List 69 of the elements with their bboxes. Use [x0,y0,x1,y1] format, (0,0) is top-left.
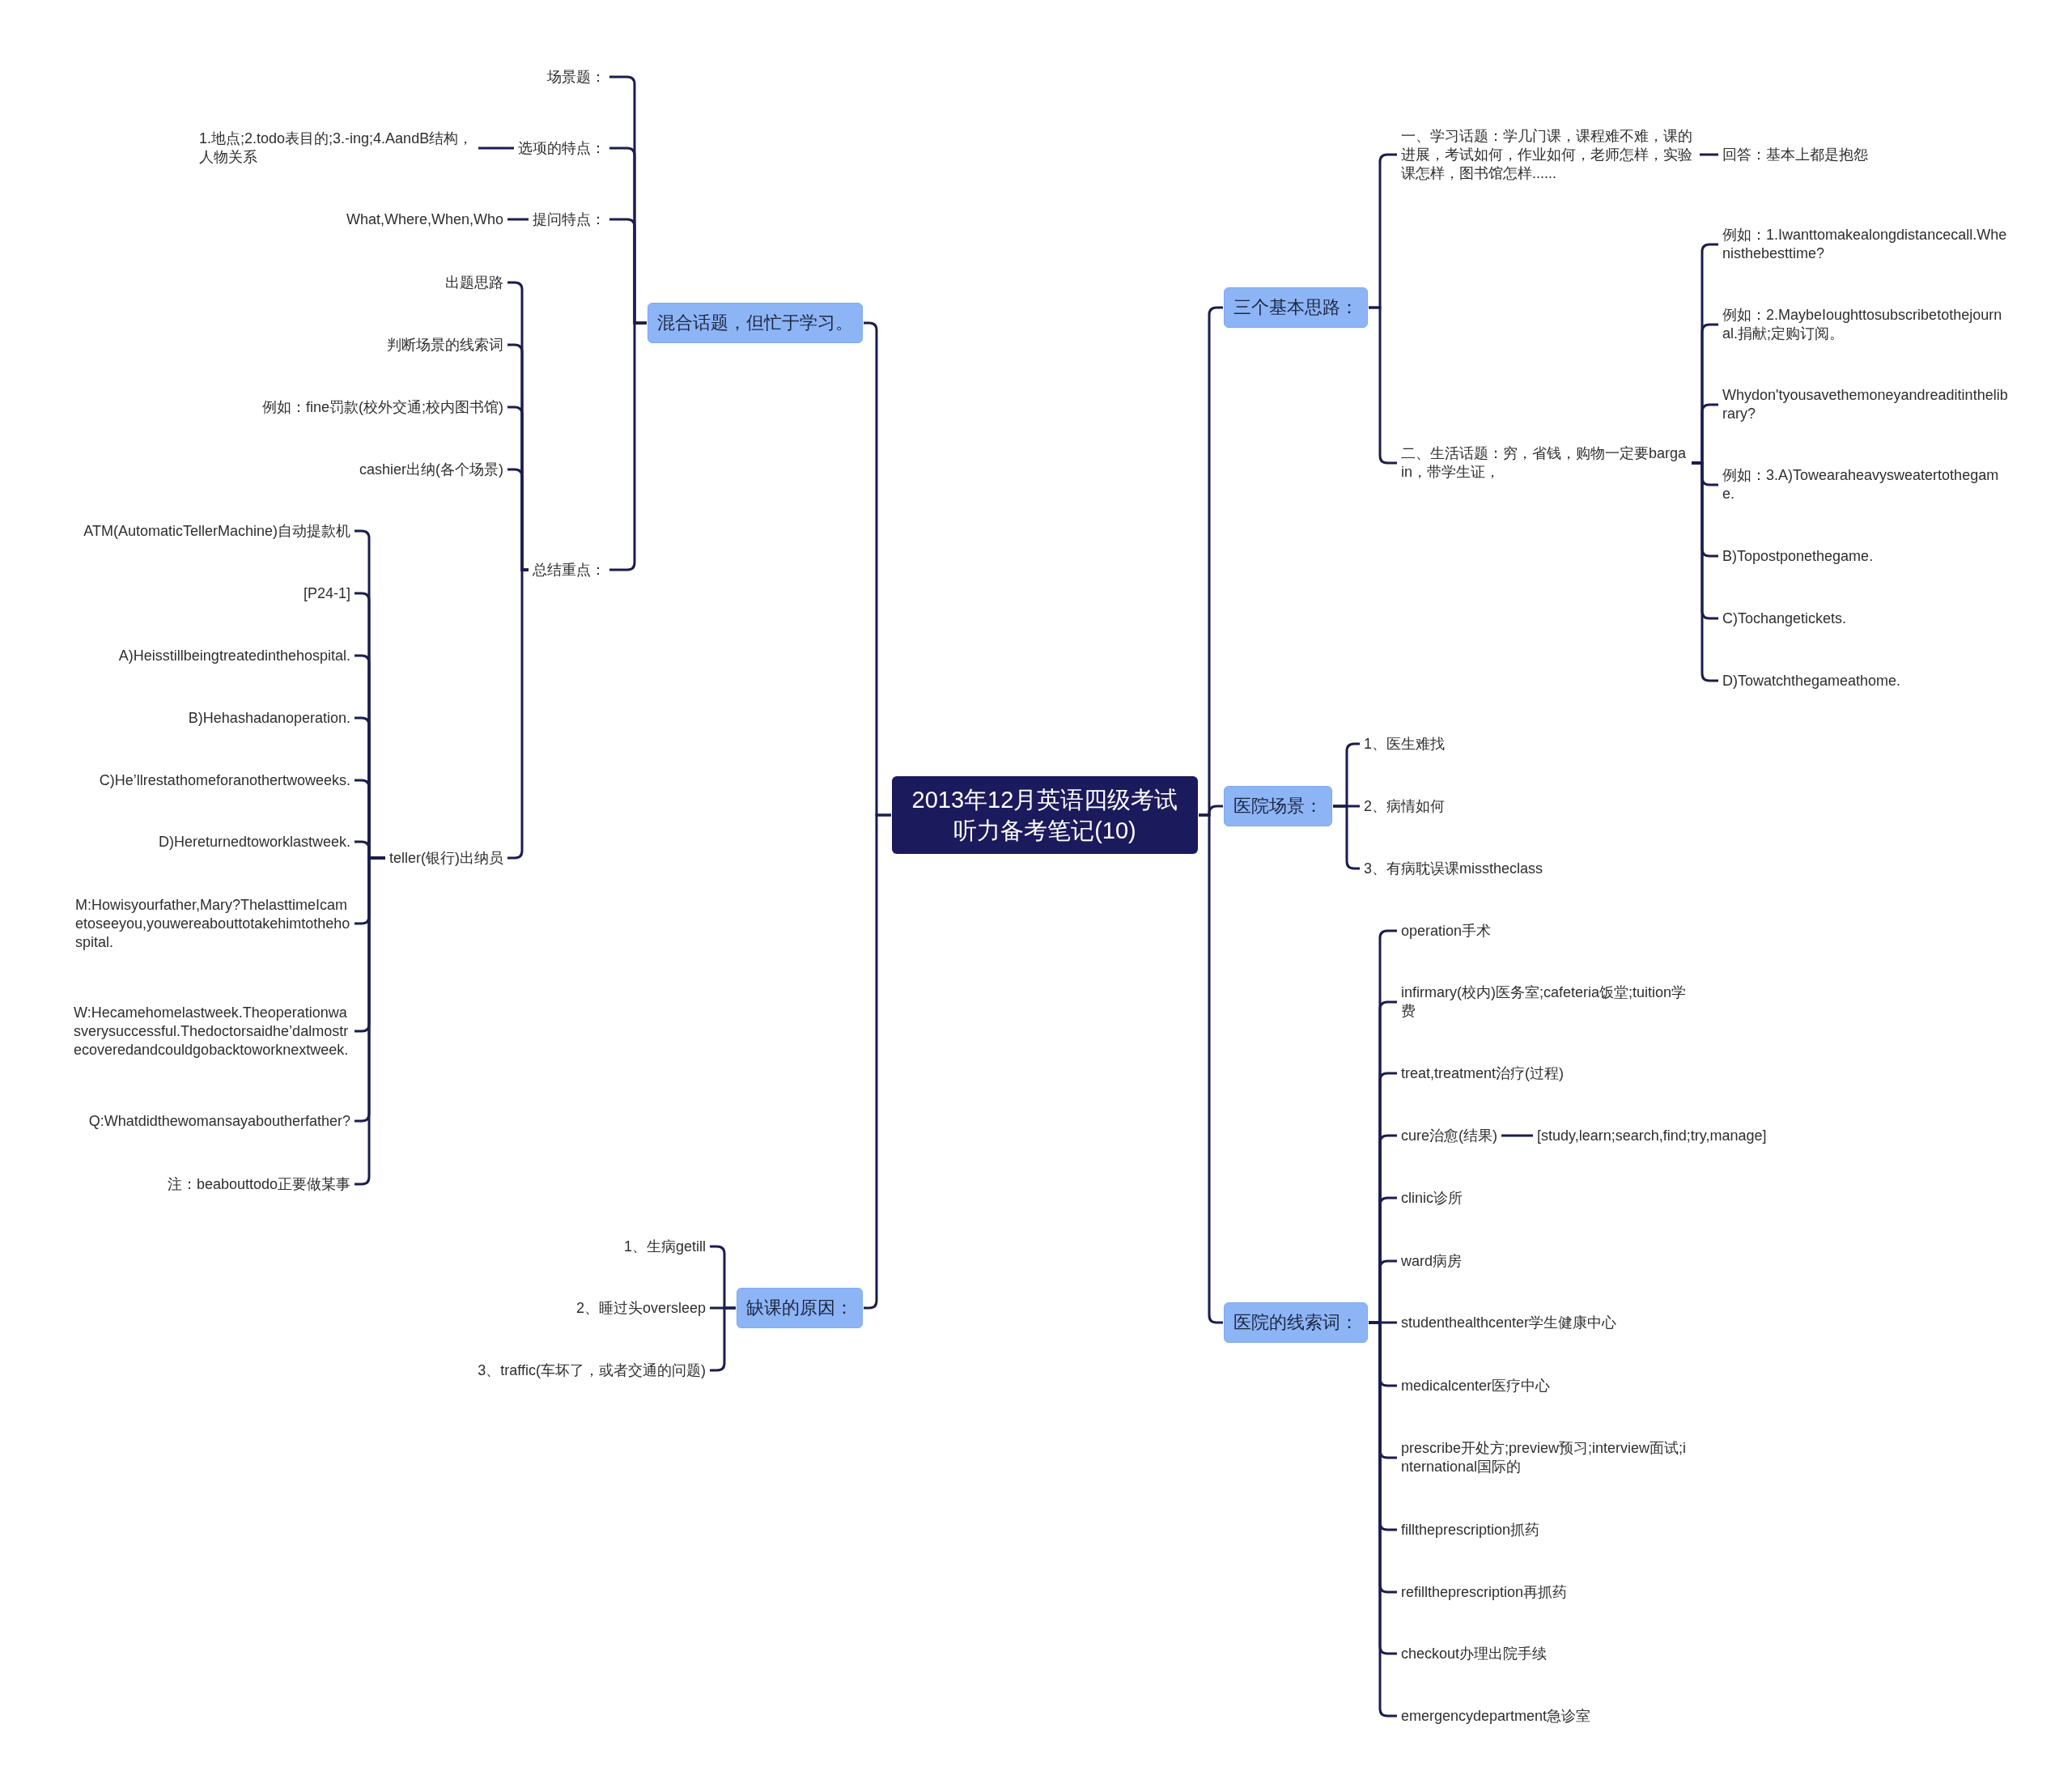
topic-text: 1.地点;2.todo表目的;3.-ing;4.AandB结构，人物关系 [196,130,478,167]
branch-box [648,303,863,343]
topic-text: 3、traffic(车坏了，或者交通的问题) [474,1361,709,1380]
connector-line [507,218,529,221]
topic-text: 回答：基本上都是抱怨 [1719,145,1871,164]
topic-text: 总结重点： [529,560,609,580]
topic-text: D)Towatchthegameathome. [1719,671,1904,690]
topic-text: B)Topostponethegame. [1719,546,1877,566]
topic-text: [P24-1] [299,584,354,603]
connector-line [1501,1134,1533,1137]
topic-text: medicalcenter医疗中心 [1398,1376,1554,1395]
branch-label: 混合话题，但忙于学习。 [657,312,853,334]
topic-text: 选项的特点： [515,138,609,158]
topic-text: teller(银行)出纳员 [386,848,507,868]
topic-text: 出题思路 [442,273,507,292]
branch-label: 医院的线索词： [1233,1311,1358,1334]
topic-text: C)He’llrestathomeforanothertwoweeks. [96,771,354,790]
topic-text: cashier出纳(各个场景) [356,460,507,479]
topic-text: treat,treatment治疗(过程) [1398,1064,1568,1083]
topic-text: filltheprescription抓药 [1398,1520,1543,1539]
connector-line [1199,813,1223,1324]
connector-line [1700,153,1718,156]
topic-text: cure治愈(结果) [1398,1126,1501,1145]
topic-text: ward病房 [1398,1251,1465,1271]
branch-label: 医院场景： [1233,795,1323,817]
topic-text: checkout办理出院手续 [1398,1644,1551,1663]
topic-text: A)Heisstillbeingtreatedinthehospital. [115,646,354,665]
connector-line [478,147,514,150]
central-topic-title: 2013年12月英语四级考试听力备考笔记(10) [911,786,1179,845]
topic-text: infirmary(校内)医务室;cafeteria饭堂;tuition学费 [1398,983,1697,1021]
connector-line [1369,1321,1397,1718]
branch-box [1224,287,1368,328]
topic-text: 例如：3.A)Towearaheavysweatertothegame. [1719,466,2012,503]
topic-text: Whydon'tyousavethemoneyandreaditinthelibrary? [1719,386,2012,423]
central-topic-box [892,776,1198,854]
topic-text: 例如：1.Iwanttomakealongdistancecall.Whenisthebesttime? [1719,226,2012,263]
topic-text: W:Hecamehomelastweek.Theoperationwasverysuccessful.Thedoctorsaidhe’dalmostrecoveredandcouldgobacktoworknextweek. [70,1003,354,1059]
topic-text: M:Howisyourfather,Mary?ThelasttimeIcametoseeyou,youwereabouttotakehimtothehospital. [72,895,354,952]
topic-text: studenthealthcenter学生健康中心 [1398,1313,1620,1332]
topic-text: operation手术 [1398,921,1495,941]
topic-text: B)Hehashadanoperation. [185,708,354,728]
topic-text: 2、病情如何 [1361,796,1448,816]
topic-text: Q:Whatdidthewomansayaboutherfather? [85,1111,354,1131]
topic-text: 1、医生难找 [1361,734,1448,754]
branch-box [1224,786,1332,826]
topic-text: 场景题： [544,67,609,87]
topic-text: C)Tochangetickets. [1719,609,1850,628]
topic-text: [study,learn;search,find;try,manage] [1534,1126,1770,1145]
topic-text: clinic诊所 [1398,1188,1466,1208]
topic-text: 注：beabouttodo正要做某事 [163,1174,354,1194]
topic-text: 判断场景的线索词 [384,335,507,355]
branch-label: 三个基本思路： [1233,296,1358,319]
topic-text: 2、睡过头oversleep [572,1298,709,1318]
topic-text: emergencydepartment急诊室 [1398,1706,1594,1726]
topic-text: What,Where,When,Who [342,210,507,229]
branch-box [1224,1302,1368,1343]
topic-text: 一、学习话题：学几门课，课程难不难，课的进展，考试如何，作业如何，老师怎样，实验课怎样，图书馆怎样...... [1398,126,1699,183]
topic-text: 二、生活话题：穷，省钱，购物一定要bargain，带学生证， [1398,444,1691,482]
topic-text: refilltheprescription再抓药 [1398,1582,1571,1602]
topic-text: D)Hereturnedtoworklastweek. [155,832,354,851]
topic-text: 例如：fine罚款(校外交通;校内图书馆) [259,397,507,417]
branch-box [737,1288,863,1328]
topic-text: prescribe开处方;preview预习;interview面试;international国际的 [1398,1439,1691,1476]
branch-label: 缺课的原因： [746,1297,853,1319]
topic-text: 例如：2.MaybeIoughttosubscribetothejournal.捐献;定购订阅。 [1719,306,2012,343]
topic-text: 3、有病耽误课misstheclass [1361,859,1547,878]
topic-text: 1、生病getill [620,1237,709,1256]
topic-text: ATM(AutomaticTellerMachine)自动提款机 [80,521,354,541]
topic-text: 提问特点： [529,210,609,229]
